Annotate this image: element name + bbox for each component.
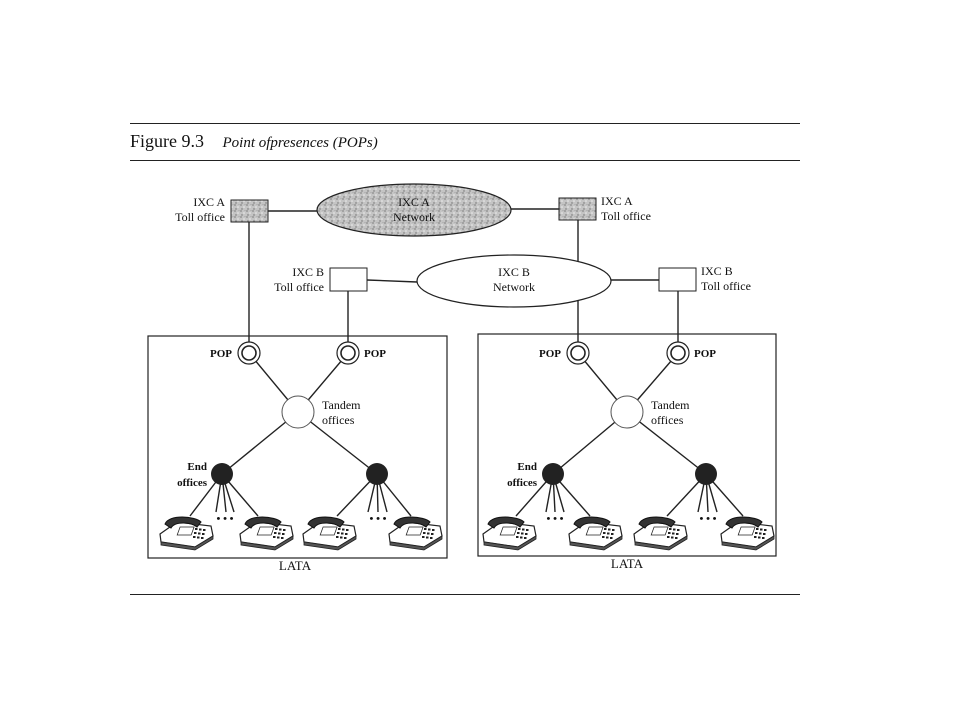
pop-left-1 (237, 341, 261, 365)
more-phones-dots-right-1: • • • (546, 513, 563, 525)
pop-right-1 (566, 341, 590, 365)
lata-right-box (477, 333, 777, 557)
figure-number: Figure 9.3 (130, 131, 204, 151)
link-ixcb-left-network (366, 279, 418, 283)
ixc-a-toll-left-label-1: IXC A (193, 195, 225, 209)
ixc-a-toll-right-label-2: Toll office (601, 209, 651, 223)
more-phones-dots-left-1: • • • (216, 513, 233, 525)
figure-bottom-rule (130, 594, 800, 595)
pop-left-2 (336, 341, 360, 365)
end-office-right-2 (695, 463, 717, 485)
telephone-icon-left-2 (239, 516, 294, 551)
ixc-b-network (416, 254, 612, 308)
telephone-icon-right-3 (633, 516, 688, 551)
ixc-b-toll-left-label-1: IXC B (292, 265, 324, 279)
ixc-b-toll-office-left (329, 267, 368, 292)
more-phones-dots-right-2: • • • (699, 513, 716, 525)
end-offices-right-label-1: End (517, 461, 537, 473)
ixc-b-toll-office-right (658, 267, 697, 292)
figure-caption: Figure 9.3 Point ofpresences (POPs) (130, 131, 378, 152)
tandem-right-label-2: offices (651, 413, 684, 427)
end-offices-left-label-2: offices (177, 477, 208, 489)
ixc-b-toll-right-label-2: Toll office (701, 279, 751, 293)
tandem-left-label-1: Tandem (322, 398, 361, 412)
ixc-a-toll-office-right (558, 197, 597, 221)
more-phones-dots-left-2: • • • (369, 513, 386, 525)
ixc-a-toll-left-label-2: Toll office (175, 210, 225, 224)
tandem-office-left (281, 395, 315, 429)
lata-right-label: LATA (611, 556, 644, 571)
telephone-icon-left-1 (159, 516, 214, 551)
telephone-icon-left-4 (388, 516, 443, 551)
link-left-tandem-end2 (297, 411, 378, 475)
ixc-a-network-label-1: IXC A (398, 195, 430, 209)
pop-right-2-label: POP (694, 348, 716, 360)
pop-left-1-label: POP (210, 348, 232, 360)
tandem-left-label-2: offices (322, 413, 355, 427)
ixc-b-toll-left-label-2: Toll office (274, 280, 324, 294)
ixc-b-toll-right-label-1: IXC B (701, 264, 733, 278)
pop-right-2 (666, 341, 690, 365)
ixc-a-toll-office-left (230, 199, 269, 223)
end-offices-right-label-2: offices (507, 477, 538, 489)
tandem-office-right (610, 395, 644, 429)
telephone-icon-right-4 (720, 516, 775, 551)
caption-bottom-rule (130, 160, 800, 161)
figure-title: Point ofpresences (POPs) (222, 135, 378, 151)
link-right-tandem-end2 (626, 411, 707, 475)
telephone-icon-left-3 (302, 516, 357, 551)
connection-lines (189, 208, 744, 517)
tandem-right-label-1: Tandem (651, 398, 690, 412)
ixc-a-network (316, 183, 512, 237)
pop-left-2-label: POP (364, 348, 386, 360)
ixc-b-network-label-1: IXC B (498, 265, 530, 279)
ixc-b-network-label-2: Network (493, 280, 535, 294)
caption-top-rule (130, 123, 800, 124)
lata-left-box (147, 335, 448, 559)
telephone-icon-right-1 (482, 516, 537, 551)
lata-left-label: LATA (279, 558, 312, 573)
pop-right-1-label: POP (539, 348, 561, 360)
ixc-a-network-label-2: Network (393, 210, 435, 224)
ixc-a-toll-right-label-1: IXC A (601, 194, 633, 208)
end-office-right-1 (542, 463, 564, 485)
end-office-left-2 (366, 463, 388, 485)
end-office-left-1 (211, 463, 233, 485)
end-offices-left-label-1: End (187, 461, 207, 473)
telephone-icon-right-2 (568, 516, 623, 551)
